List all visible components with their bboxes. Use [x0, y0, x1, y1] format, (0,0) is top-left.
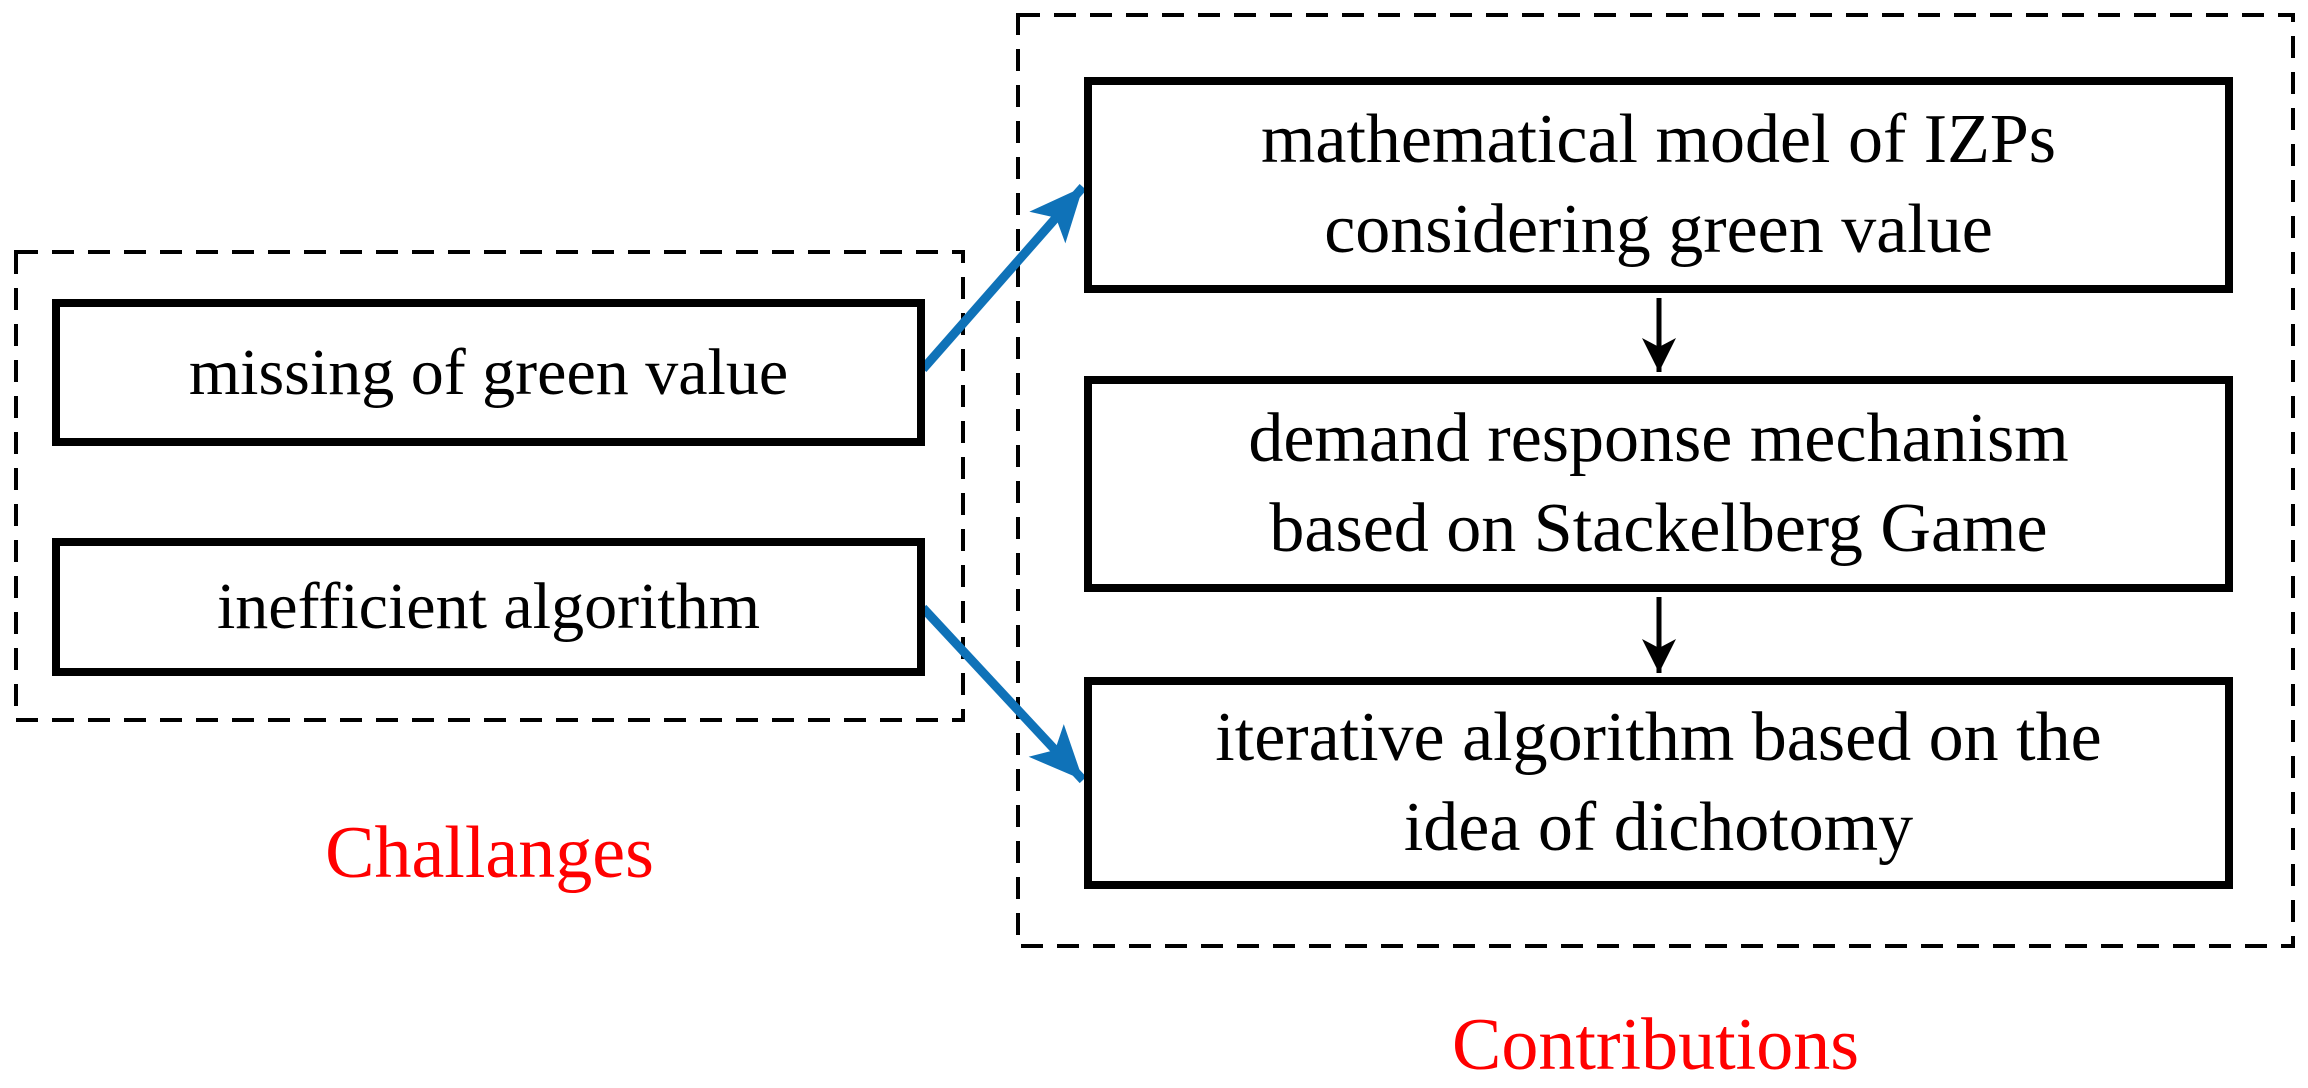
- box-text-line: inefficient algorithm: [216, 570, 761, 644]
- box-text-line: demand response mechanism: [1248, 400, 2069, 478]
- challenges-dashed-frame: [14, 250, 965, 722]
- contribution-box-demand-response: demand response mechanism based on Stack…: [1084, 376, 2233, 592]
- arrow-inefficient-to-iterative: [919, 604, 1087, 784]
- challenge-box-inefficient-algorithm: inefficient algorithm: [52, 538, 925, 676]
- challenges-label: Challanges: [325, 812, 654, 894]
- box-text-line: missing of green value: [188, 335, 789, 409]
- box-text-line: considering green value: [1324, 191, 1993, 268]
- contributions-label: Contributions: [1451, 1004, 1860, 1086]
- box-text-line: mathematical model of IZPs: [1260, 101, 2057, 179]
- box-text-line: iterative algorithm based on the: [1215, 699, 2102, 777]
- contribution-box-iterative-algorithm: iterative algorithm based on the idea of…: [1084, 677, 2233, 889]
- challenge-box-missing-green-value: missing of green value: [52, 299, 925, 446]
- arrow-missing-to-model: [919, 184, 1087, 372]
- contribution-box-mathematical-model: mathematical model of IZPs considering g…: [1084, 77, 2233, 293]
- box-text-line: idea of dichotomy: [1403, 789, 1914, 866]
- box-text-line: based on Stackelberg Game: [1269, 490, 2048, 567]
- contributions-dashed-frame: [1016, 13, 2295, 948]
